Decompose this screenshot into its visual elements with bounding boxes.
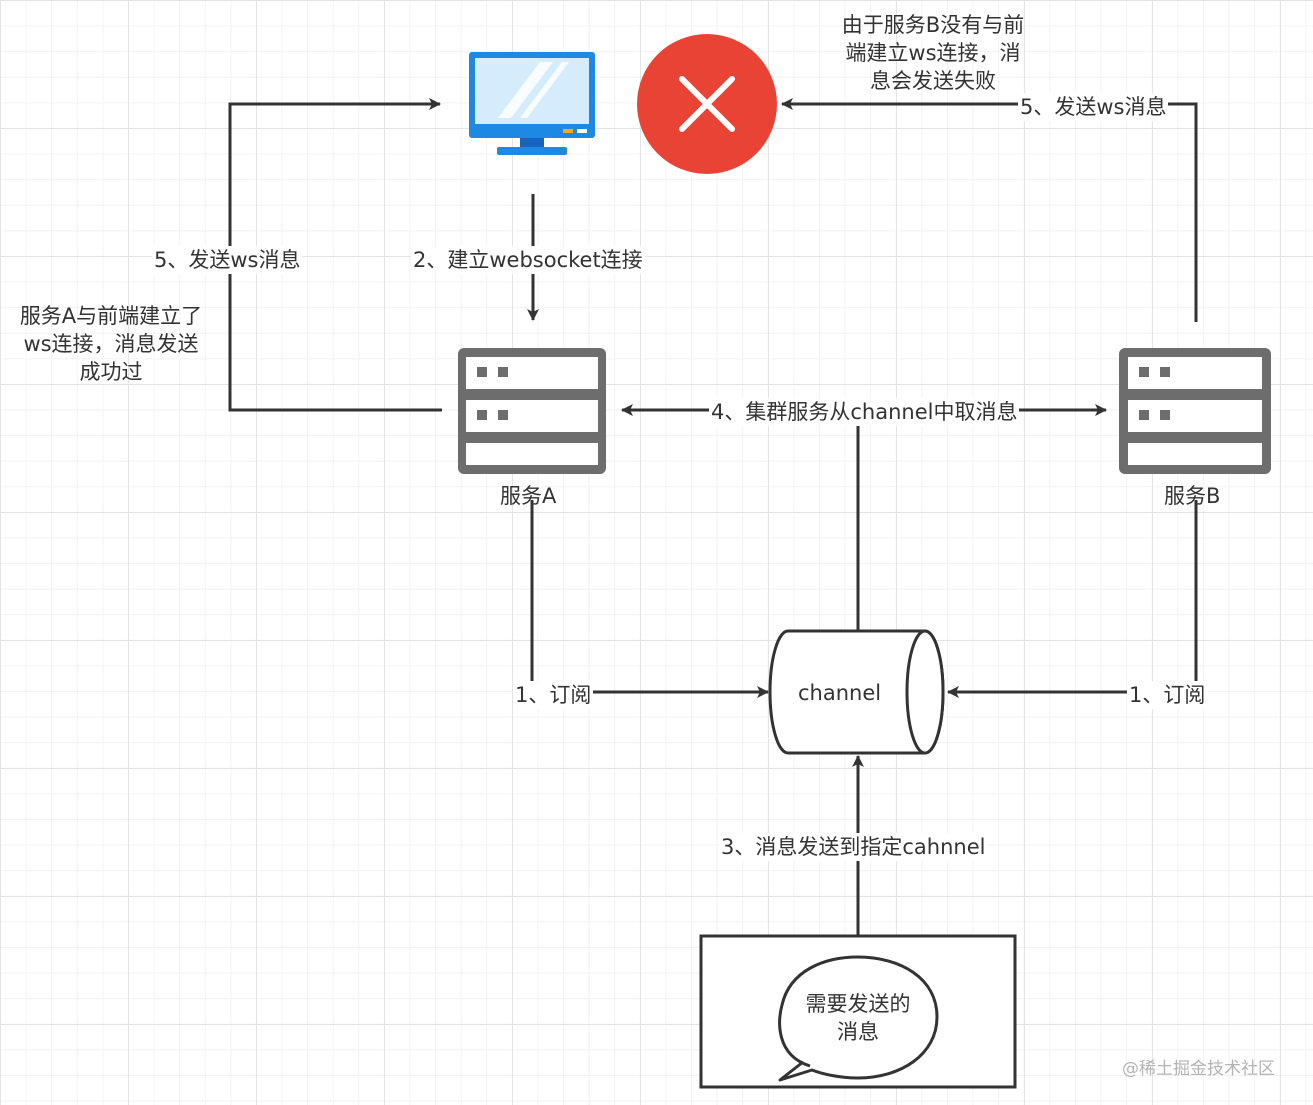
message-label-line-2: 消息: [837, 1020, 879, 1044]
edge-subscribe-a: [530, 500, 769, 698]
server-a-label: 服务A: [500, 484, 557, 508]
server-a-note: 服务A与前端建立了 ws连接，消息发送 成功过: [6, 302, 216, 386]
label-subscribe-a: 1、订阅: [513, 681, 594, 709]
server-b-note-line-1: 由于服务B没有与前: [841, 13, 1025, 37]
monitor-icon: [469, 52, 595, 155]
server-b-label: 服务B: [1164, 484, 1221, 508]
edge-send-ws-b: [781, 98, 1198, 322]
watermark: @稀土掘金技术社区: [1122, 1059, 1275, 1079]
label-ws-connect: 2、建立websocket连接: [411, 246, 645, 274]
server-b-note: 由于服务B没有与前 端建立ws连接，消 息会发送失败: [828, 11, 1038, 95]
label-subscribe-b: 1、订阅: [1127, 681, 1208, 709]
server-b-icon: [1119, 348, 1271, 474]
label-send-to-channel: 3、消息发送到指定cahnnel: [719, 833, 988, 861]
server-a-note-line-3: 成功过: [79, 360, 143, 384]
server-a-icon: [458, 348, 606, 474]
label-send-ws-a: 5、发送ws消息: [152, 246, 303, 274]
channel-node: [768, 629, 945, 755]
channel-label: channel: [798, 681, 882, 705]
label-send-ws-b: 5、发送ws消息: [1018, 93, 1169, 121]
message-label: 需要发送的 消息: [790, 990, 926, 1046]
server-a-note-line-2: ws连接，消息发送: [23, 332, 199, 356]
label-cluster-fetch: 4、集群服务从channel中取消息: [709, 398, 1020, 426]
close-icon: [637, 34, 777, 174]
message-node: [699, 934, 1017, 1089]
server-b-note-line-3: 息会发送失败: [870, 69, 996, 93]
message-label-line-1: 需要发送的: [805, 992, 911, 1016]
server-a-note-line-1: 服务A与前端建立了: [19, 304, 203, 328]
edge-subscribe-b: [947, 500, 1198, 698]
server-b-note-line-2: 端建立ws连接，消: [845, 41, 1021, 65]
